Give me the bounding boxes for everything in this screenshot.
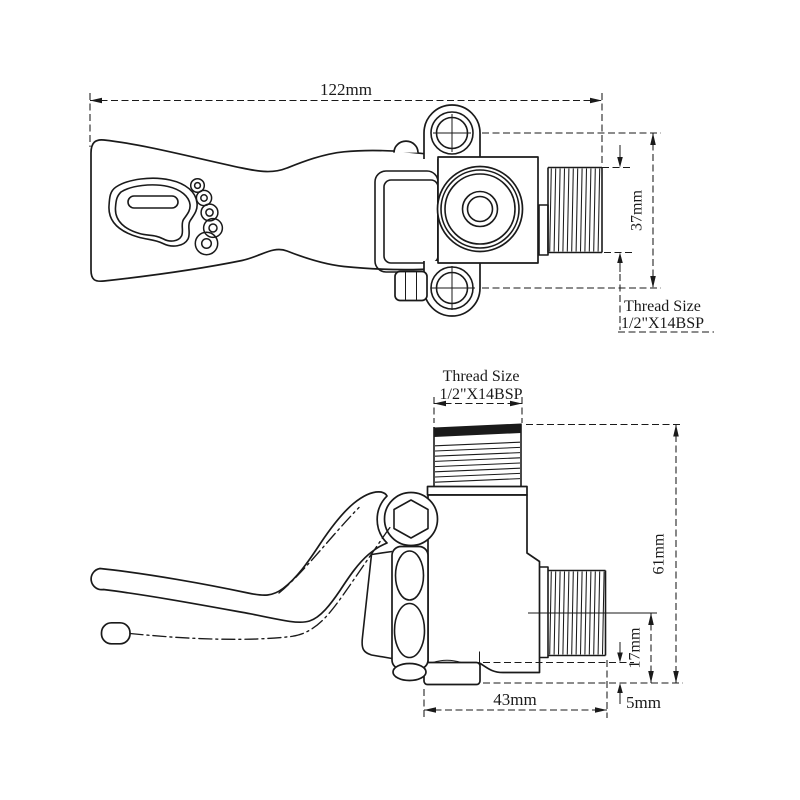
- dim-5mm-label: 5mm: [626, 693, 661, 712]
- dim-122mm-label: 122mm: [320, 80, 372, 99]
- inlet-flange: [426, 485, 528, 496]
- lock-nut: [394, 270, 428, 302]
- bracket-slot-upper: [394, 550, 425, 601]
- arrow-right: [595, 707, 607, 713]
- arrow-left: [434, 400, 446, 407]
- valve-body-side-view: [427, 494, 541, 674]
- valve-bonnet-circles: [436, 165, 524, 253]
- pedal-lever-pressed: [100, 524, 393, 645]
- arrow-up: [673, 424, 679, 437]
- bracket-slot-lower: [393, 602, 426, 659]
- pivot-boss: [383, 491, 439, 547]
- thread-crests: [549, 168, 601, 252]
- dim-37mm: 37mm: [482, 132, 661, 289]
- arrow-to-thread-top: [617, 157, 623, 168]
- arrow-left: [424, 707, 436, 713]
- arrow-right: [590, 97, 602, 104]
- lever-centerline: [278, 506, 360, 594]
- lug-hole-bottom: [430, 266, 475, 310]
- arrow-up: [650, 133, 656, 145]
- arrow-left: [90, 97, 102, 104]
- arrow-down: [650, 276, 656, 288]
- dim-5mm: 5mm: [483, 642, 661, 712]
- pivot-bump: [393, 140, 419, 153]
- top-view: 122mm 37mm Thread Size 1/2"X14BSP: [89, 80, 714, 333]
- arrow-up: [617, 683, 623, 693]
- thread-note-top-line2: 1/2"X14BSP: [621, 315, 704, 332]
- arrow-right: [510, 400, 522, 407]
- arrow-up: [648, 613, 654, 625]
- thread-crests: [434, 441, 521, 483]
- arrow-down: [648, 671, 654, 683]
- arrow-down: [617, 652, 623, 663]
- pedal-lever: [90, 491, 388, 624]
- cartridge-housing: [361, 550, 393, 660]
- footprint-toes: [189, 177, 224, 256]
- outlet-thread-top-view: [538, 166, 603, 256]
- arrow-to-thread-bottom: [617, 252, 623, 263]
- dim-61mm: 61mm: [526, 423, 683, 683]
- lug-hole-top: [430, 111, 474, 155]
- dim-61mm-label: 61mm: [651, 533, 668, 574]
- inlet-thread-side-view: [433, 423, 522, 487]
- outlet-thread-side-view: [528, 566, 657, 659]
- dim-43mm-label: 43mm: [493, 690, 536, 709]
- footprint-motif: [108, 177, 224, 256]
- thread-note-side-line2: 1/2"X14BSP: [440, 386, 523, 403]
- dim-37mm-label: 37mm: [629, 190, 646, 231]
- footprint-inner: [114, 184, 191, 242]
- dim-17mm-label: 17mm: [627, 627, 644, 668]
- thread-size-callout-top: Thread Size 1/2"X14BSP: [602, 145, 714, 333]
- thread-chamfer: [434, 423, 521, 437]
- arrow-down: [673, 671, 679, 683]
- bracket-end-cap: [392, 662, 427, 682]
- dim-43mm: 43mm: [423, 660, 683, 718]
- pressed-lever-tip: [100, 621, 131, 645]
- dim-122mm: 122mm: [89, 80, 603, 166]
- side-view: Thread Size 1/2"X14BSP 61mm 17mm: [90, 368, 683, 718]
- footprint-outer: [108, 177, 198, 247]
- dim-17mm: 17mm: [627, 613, 654, 683]
- thread-size-callout-side: Thread Size 1/2"X14BSP: [433, 368, 523, 423]
- hex-bolt-head: [393, 499, 429, 539]
- thread-note-side-line1: Thread Size: [443, 368, 520, 385]
- thread-collar: [538, 204, 549, 256]
- thread-note-top-line1: Thread Size: [624, 298, 701, 315]
- footprint-slot: [127, 195, 179, 209]
- base-pedestal: [423, 659, 481, 686]
